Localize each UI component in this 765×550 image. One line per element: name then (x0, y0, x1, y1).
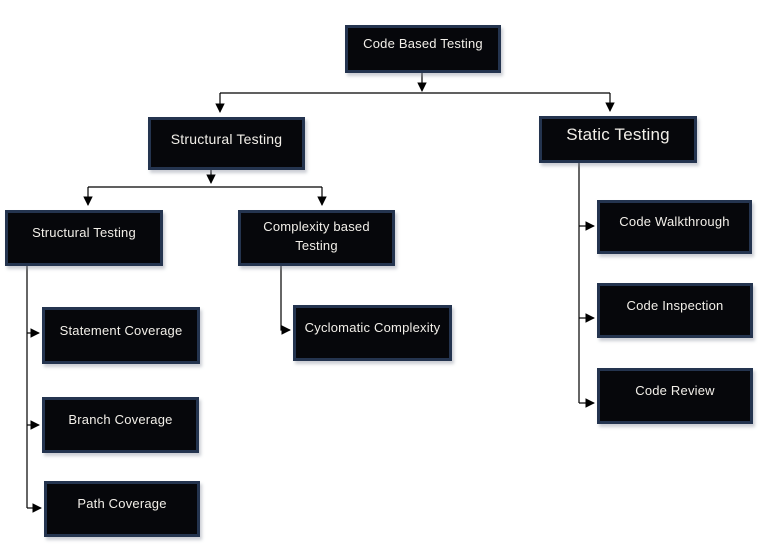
node-label: Structural Testing (170, 130, 283, 147)
node-label: Complexity based Testing (263, 218, 370, 253)
node-label: Branch Coverage (68, 412, 173, 428)
node-label: Code Based Testing (363, 36, 483, 52)
node-static-testing: Static Testing (539, 116, 697, 163)
node-code-inspection: Code Inspection (597, 283, 753, 338)
node-label: Structural Testing (32, 225, 136, 241)
node-statement-coverage: Statement Coverage (42, 307, 200, 364)
node-label: Code Walkthrough (619, 214, 730, 230)
node-cyclomatic-complexity: Cyclomatic Complexity (293, 305, 452, 361)
node-structural-testing-sub: Structural Testing (5, 210, 163, 266)
node-label: Code Inspection (626, 297, 724, 313)
node-complexity-based-testing: Complexity based Testing (238, 210, 395, 266)
node-path-coverage: Path Coverage (44, 481, 200, 537)
node-branch-coverage: Branch Coverage (42, 397, 199, 453)
node-label: Code Review (635, 383, 715, 399)
node-code-walkthrough: Code Walkthrough (597, 200, 752, 254)
node-code-based-testing: Code Based Testing (345, 25, 501, 73)
node-structural-testing: Structural Testing (148, 117, 305, 170)
node-label: Cyclomatic Complexity (304, 320, 441, 336)
node-code-review: Code Review (597, 368, 753, 424)
node-label: Path Coverage (77, 496, 167, 512)
node-label: Static Testing (566, 124, 670, 144)
node-label: Statement Coverage (59, 322, 183, 338)
